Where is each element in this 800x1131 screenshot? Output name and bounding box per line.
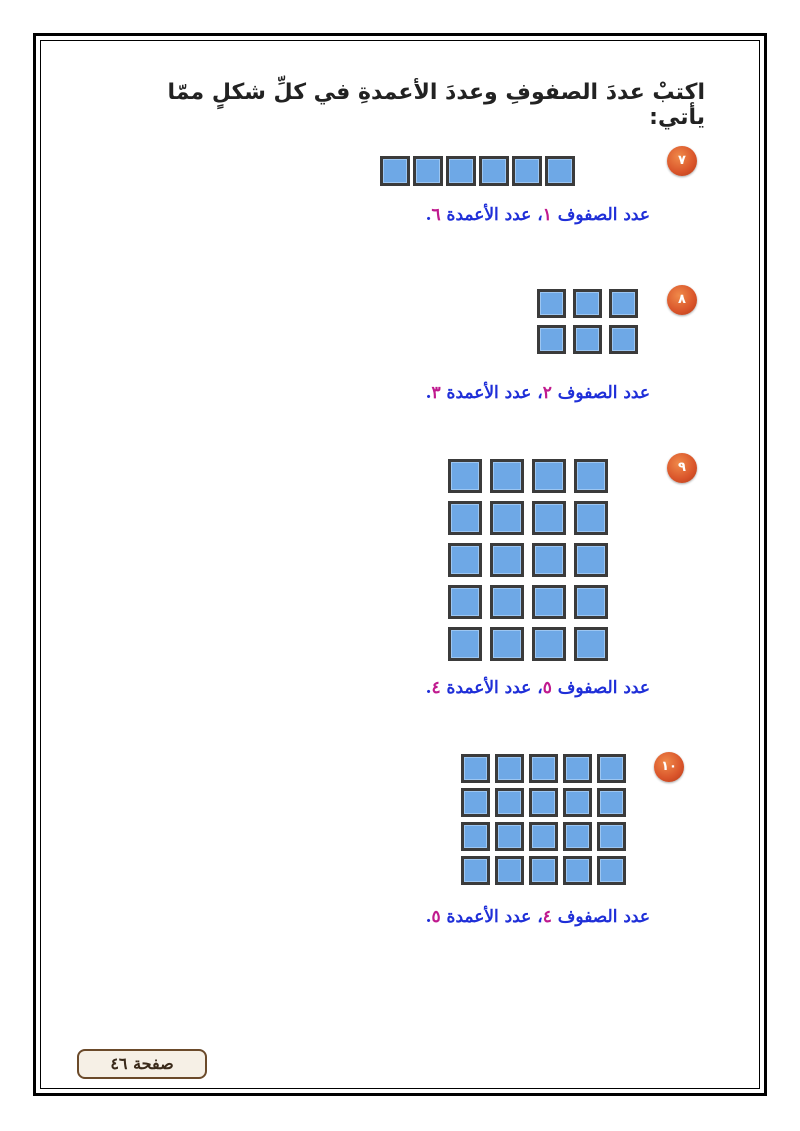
- answer-suffix: .: [425, 907, 432, 927]
- grid-square: [574, 501, 608, 535]
- answer-suffix: .: [425, 383, 432, 403]
- answer-prefix: عدد الصفوف: [551, 205, 650, 225]
- grid-square: [532, 459, 566, 493]
- grid-square: [545, 156, 575, 186]
- grid-square: [461, 856, 490, 885]
- grid-square: [461, 822, 490, 851]
- exercise-number-badge: ٧: [667, 146, 697, 176]
- grid-square: [446, 156, 476, 186]
- columns-count: ٥: [431, 907, 441, 927]
- grid-square: [448, 585, 482, 619]
- grid-square: [448, 459, 482, 493]
- exercise-number-badge: ١٠: [654, 752, 684, 782]
- columns-count: ٦: [431, 205, 441, 225]
- grid-square: [532, 585, 566, 619]
- columns-count: ٤: [431, 678, 441, 698]
- grid-square: [574, 543, 608, 577]
- grid-square: [461, 754, 490, 783]
- grid-square: [380, 156, 410, 186]
- grid-square: [490, 501, 524, 535]
- grid-square: [597, 822, 626, 851]
- rows-count: ٤: [542, 907, 552, 927]
- answer-line: عدد الصفوف ٥، عدد الأعمدة ٤.: [426, 678, 650, 698]
- grid-square: [537, 325, 566, 354]
- grid-square: [490, 585, 524, 619]
- answer-middle: ، عدد الأعمدة: [440, 678, 543, 698]
- grid-square: [512, 156, 542, 186]
- answer-prefix: عدد الصفوف: [551, 678, 650, 698]
- grid-square: [532, 627, 566, 661]
- answer-line: عدد الصفوف ٤، عدد الأعمدة ٥.: [426, 907, 650, 927]
- grid-square: [495, 822, 524, 851]
- page-number-label: صفحة ٤٦: [77, 1049, 207, 1079]
- grid-square: [413, 156, 443, 186]
- grid-square: [574, 585, 608, 619]
- grid-square: [532, 543, 566, 577]
- answer-line: عدد الصفوف ١، عدد الأعمدة ٦.: [426, 205, 650, 225]
- answer-middle: ، عدد الأعمدة: [440, 205, 543, 225]
- grid-square: [537, 289, 566, 318]
- grid-square: [597, 754, 626, 783]
- grid-square: [574, 459, 608, 493]
- grid-square: [563, 822, 592, 851]
- grid-square: [573, 325, 602, 354]
- answer-suffix: .: [425, 205, 432, 225]
- grid-square: [609, 289, 638, 318]
- rows-count: ٢: [542, 383, 552, 403]
- grid-square: [448, 543, 482, 577]
- grid-square: [597, 856, 626, 885]
- grid-square: [609, 325, 638, 354]
- rows-count: ٥: [542, 678, 552, 698]
- grid-square: [573, 289, 602, 318]
- grid-square: [479, 156, 509, 186]
- columns-count: ٣: [431, 383, 441, 403]
- grid-square: [495, 856, 524, 885]
- answer-line: عدد الصفوف ٢، عدد الأعمدة ٣.: [426, 383, 650, 403]
- answer-prefix: عدد الصفوف: [551, 383, 650, 403]
- answer-prefix: عدد الصفوف: [551, 907, 650, 927]
- page-border-inner: [40, 40, 760, 1089]
- grid-square: [563, 856, 592, 885]
- instruction-heading: اكتبْ عددَ الصفوفِ وعددَ الأعمدةِ في كلِ…: [167, 80, 705, 130]
- page-border-outer: [33, 33, 767, 1096]
- answer-middle: ، عدد الأعمدة: [440, 383, 543, 403]
- grid-square: [495, 788, 524, 817]
- grid-square: [448, 501, 482, 535]
- grid-square: [490, 459, 524, 493]
- exercise-number-badge: ٩: [667, 453, 697, 483]
- answer-middle: ، عدد الأعمدة: [440, 907, 543, 927]
- rows-count: ١: [542, 205, 552, 225]
- grid-square: [529, 788, 558, 817]
- grid-square: [448, 627, 482, 661]
- grid-square: [529, 856, 558, 885]
- grid-square: [495, 754, 524, 783]
- grid-square: [563, 754, 592, 783]
- grid-square: [490, 543, 524, 577]
- answer-suffix: .: [425, 678, 432, 698]
- grid-square: [563, 788, 592, 817]
- grid-square: [529, 822, 558, 851]
- exercise-number-badge: ٨: [667, 285, 697, 315]
- grid-square: [574, 627, 608, 661]
- grid-square: [529, 754, 558, 783]
- grid-square: [597, 788, 626, 817]
- grid-square: [532, 501, 566, 535]
- grid-square: [461, 788, 490, 817]
- grid-square: [490, 627, 524, 661]
